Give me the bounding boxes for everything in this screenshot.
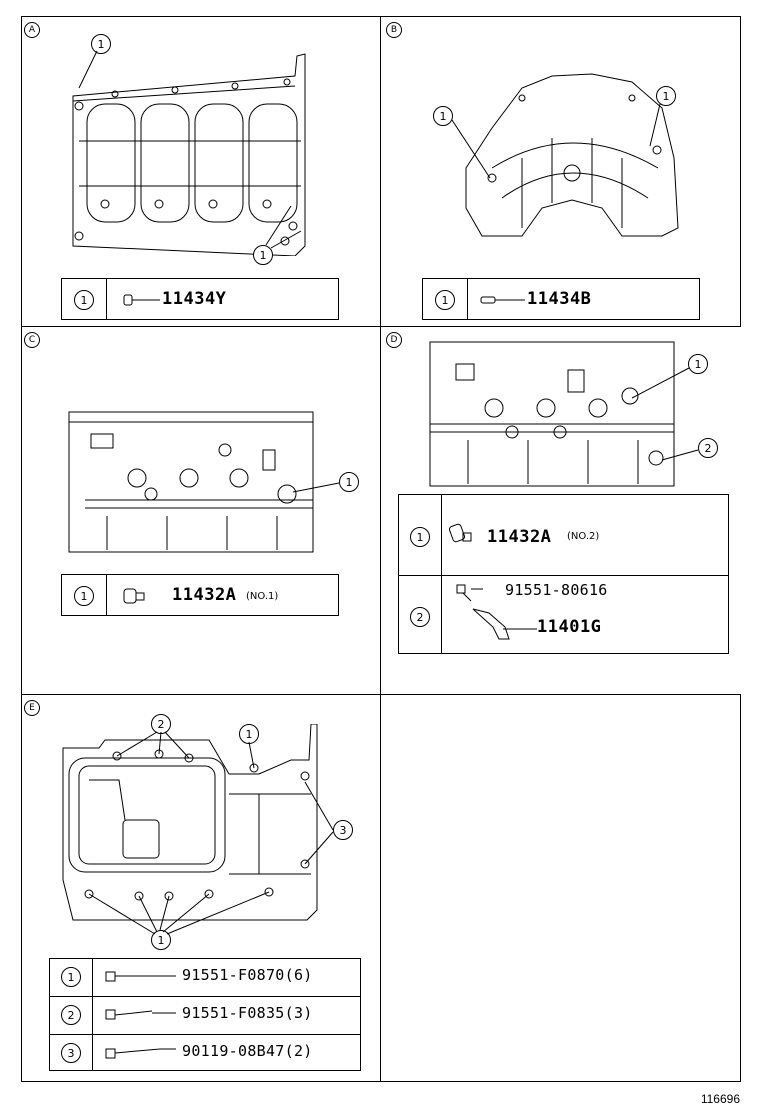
plug-icon xyxy=(449,523,477,547)
callout-d-2: 2 xyxy=(698,438,718,458)
legend-e-row2-part: 91551-F0835(3) xyxy=(182,1004,313,1022)
legend-d-row1-part: 11432A xyxy=(487,527,552,547)
legend-b: 1 11434B xyxy=(422,278,700,320)
legend-e-row3-num: 3 xyxy=(61,1043,81,1063)
legend-b-row1-num: 1 xyxy=(435,290,455,310)
divider-row2-right xyxy=(380,694,741,695)
legend-e-row1-part: 91551-F0870(6) xyxy=(182,966,313,984)
legend-b-row1-part: 11434B xyxy=(527,289,592,309)
legend-e-row1-num: 1 xyxy=(61,967,81,987)
panel-letter-b: B xyxy=(386,22,402,38)
callout-e-1-bottom: 1 xyxy=(151,930,171,950)
callout-b-1-right: 1 xyxy=(656,86,676,106)
legend-e-num-cell xyxy=(50,959,93,1070)
panel-empty xyxy=(380,694,741,1082)
legend-d-row1-note: (NO.2) xyxy=(567,531,600,542)
legend-c-row1-num: 1 xyxy=(74,586,94,606)
legend-a-row1-num: 1 xyxy=(74,290,94,310)
leader-lines-e xyxy=(21,694,381,1082)
document-number: 116696 xyxy=(700,1092,740,1106)
leader-lines-b xyxy=(380,16,741,327)
legend-b-num-cell: 1 xyxy=(423,279,468,319)
callout-e-1-top: 1 xyxy=(239,724,259,744)
legend-d: 1 11432A (NO.2) 2 91551-80616 11401G xyxy=(398,494,729,654)
panel-a: A 1 1 1 xyxy=(21,16,381,327)
frame-right-top xyxy=(740,16,741,327)
frame-top xyxy=(21,16,741,17)
callout-a-1-bottom: 1 xyxy=(253,245,273,265)
legend-c-row1-part: 11432A xyxy=(172,585,237,605)
legend-c: 1 11432A (NO.1) xyxy=(61,574,339,616)
frame-center-vertical xyxy=(380,16,381,1082)
panel-c: C 1 1 11432A (NO.1) xyxy=(21,326,381,695)
plug-icon xyxy=(122,587,148,605)
legend-d-row2-part2: 11401G xyxy=(537,617,602,637)
legend-e: 1 91551-F0870(6) 2 91551-F0835(3) 3 9011… xyxy=(49,958,361,1071)
legend-d-row2-part: 91551-80616 xyxy=(505,581,608,599)
cylinder-block-side-view-d xyxy=(428,340,678,488)
legend-a-row1-part: 11434Y xyxy=(162,289,227,309)
legend-a: 1 11434Y xyxy=(61,278,339,320)
legend-c-row1-note: (NO.1) xyxy=(246,591,279,602)
frame-left xyxy=(21,16,22,1082)
leader-lines-d xyxy=(380,326,741,695)
panel-b: B 1 1 1 11434B xyxy=(380,16,741,327)
leader-lines-a xyxy=(21,16,381,327)
legend-a-num-cell: 1 xyxy=(62,279,107,319)
legend-e-row-divider-2 xyxy=(50,1034,360,1035)
divider-row1 xyxy=(21,326,741,327)
callout-d-1: 1 xyxy=(688,354,708,374)
callout-e-3: 3 xyxy=(333,820,353,840)
legend-c-num-cell: 1 xyxy=(62,575,107,615)
cylinder-block-side-view-c xyxy=(67,410,317,554)
panel-letter-a: A xyxy=(24,22,40,38)
bolt-icon xyxy=(104,1005,178,1023)
cylinder-block-top-view xyxy=(65,46,315,256)
straight-pin-icon xyxy=(479,293,527,307)
bolt-icon xyxy=(104,969,178,983)
panel-letter-c: C xyxy=(24,332,40,348)
panel-d: D 1 2 1 11432A (NO.2) 2 xyxy=(380,326,741,695)
panel-e: E 2 1 3 1 xyxy=(21,694,381,1082)
legend-d-num-cell xyxy=(399,495,442,653)
bolt-icon xyxy=(104,1041,178,1061)
legend-d-row-divider xyxy=(399,575,728,576)
panel-letter-d: D xyxy=(386,332,402,348)
callout-c-1: 1 xyxy=(339,472,359,492)
bolt-icon xyxy=(455,583,485,605)
cylinder-block-end-view xyxy=(462,68,682,238)
panel-letter-e: E xyxy=(24,700,40,716)
sensor-icon xyxy=(469,605,539,641)
legend-e-row2-num: 2 xyxy=(61,1005,81,1025)
legend-d-row2-num: 2 xyxy=(410,607,430,627)
callout-a-1-top: 1 xyxy=(91,34,111,54)
divider-row2-left xyxy=(21,694,381,695)
callout-b-1-left: 1 xyxy=(433,106,453,126)
frame-right-bottom xyxy=(740,694,741,1082)
legend-e-row3-part: 90119-08B47(2) xyxy=(182,1042,313,1060)
legend-e-row-divider-1 xyxy=(50,996,360,997)
pin-icon xyxy=(122,293,162,307)
frame-bottom xyxy=(21,1081,741,1082)
legend-d-row1-num: 1 xyxy=(410,527,430,547)
leader-lines-c xyxy=(21,326,381,695)
